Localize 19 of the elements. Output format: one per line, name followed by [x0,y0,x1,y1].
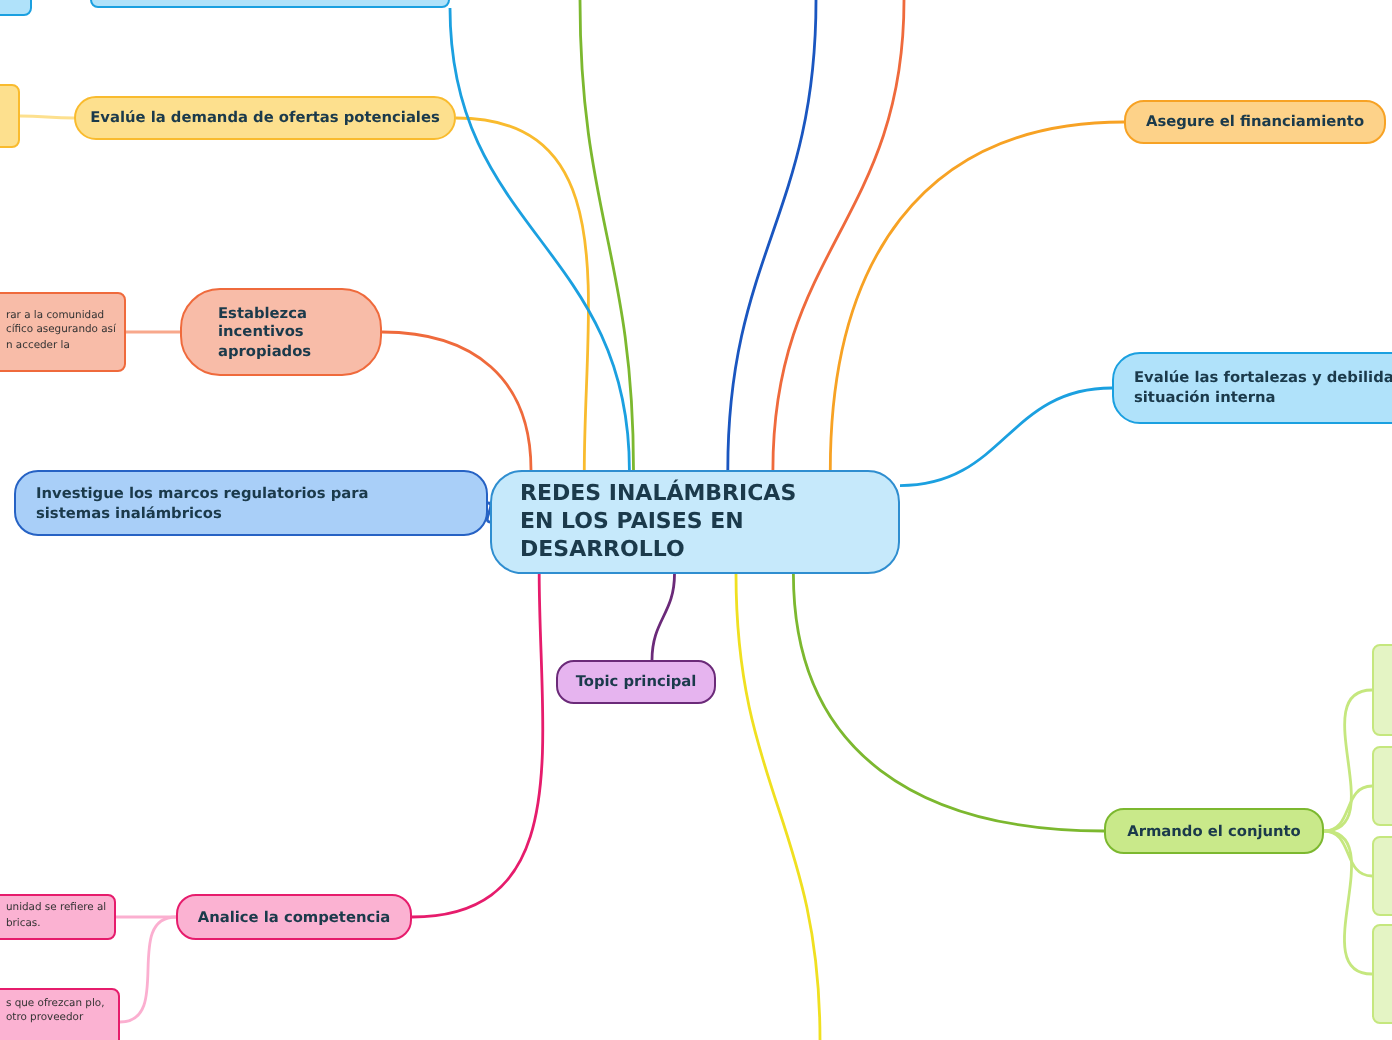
connector-line [899,386,1113,487]
connector-line [726,0,818,471]
central-topic: REDES INALÁMBRICAS EN LOS PAISES EN DESARROLLO [490,470,900,574]
connector-line [448,7,631,471]
connector-line [20,114,74,120]
connector-line [381,330,533,471]
connector-line [126,330,180,334]
connector-line [771,0,906,471]
connector-line [1323,784,1373,833]
connector-line [828,120,1125,471]
connector-line [792,573,1105,833]
connector-line [650,573,676,661]
connector-line [578,0,635,471]
connector-line [411,573,545,919]
connector-line [1323,829,1373,976]
connector-line [455,116,590,471]
connector-line [119,915,177,1024]
connector-line [1323,829,1373,878]
connector-line [734,573,822,1040]
